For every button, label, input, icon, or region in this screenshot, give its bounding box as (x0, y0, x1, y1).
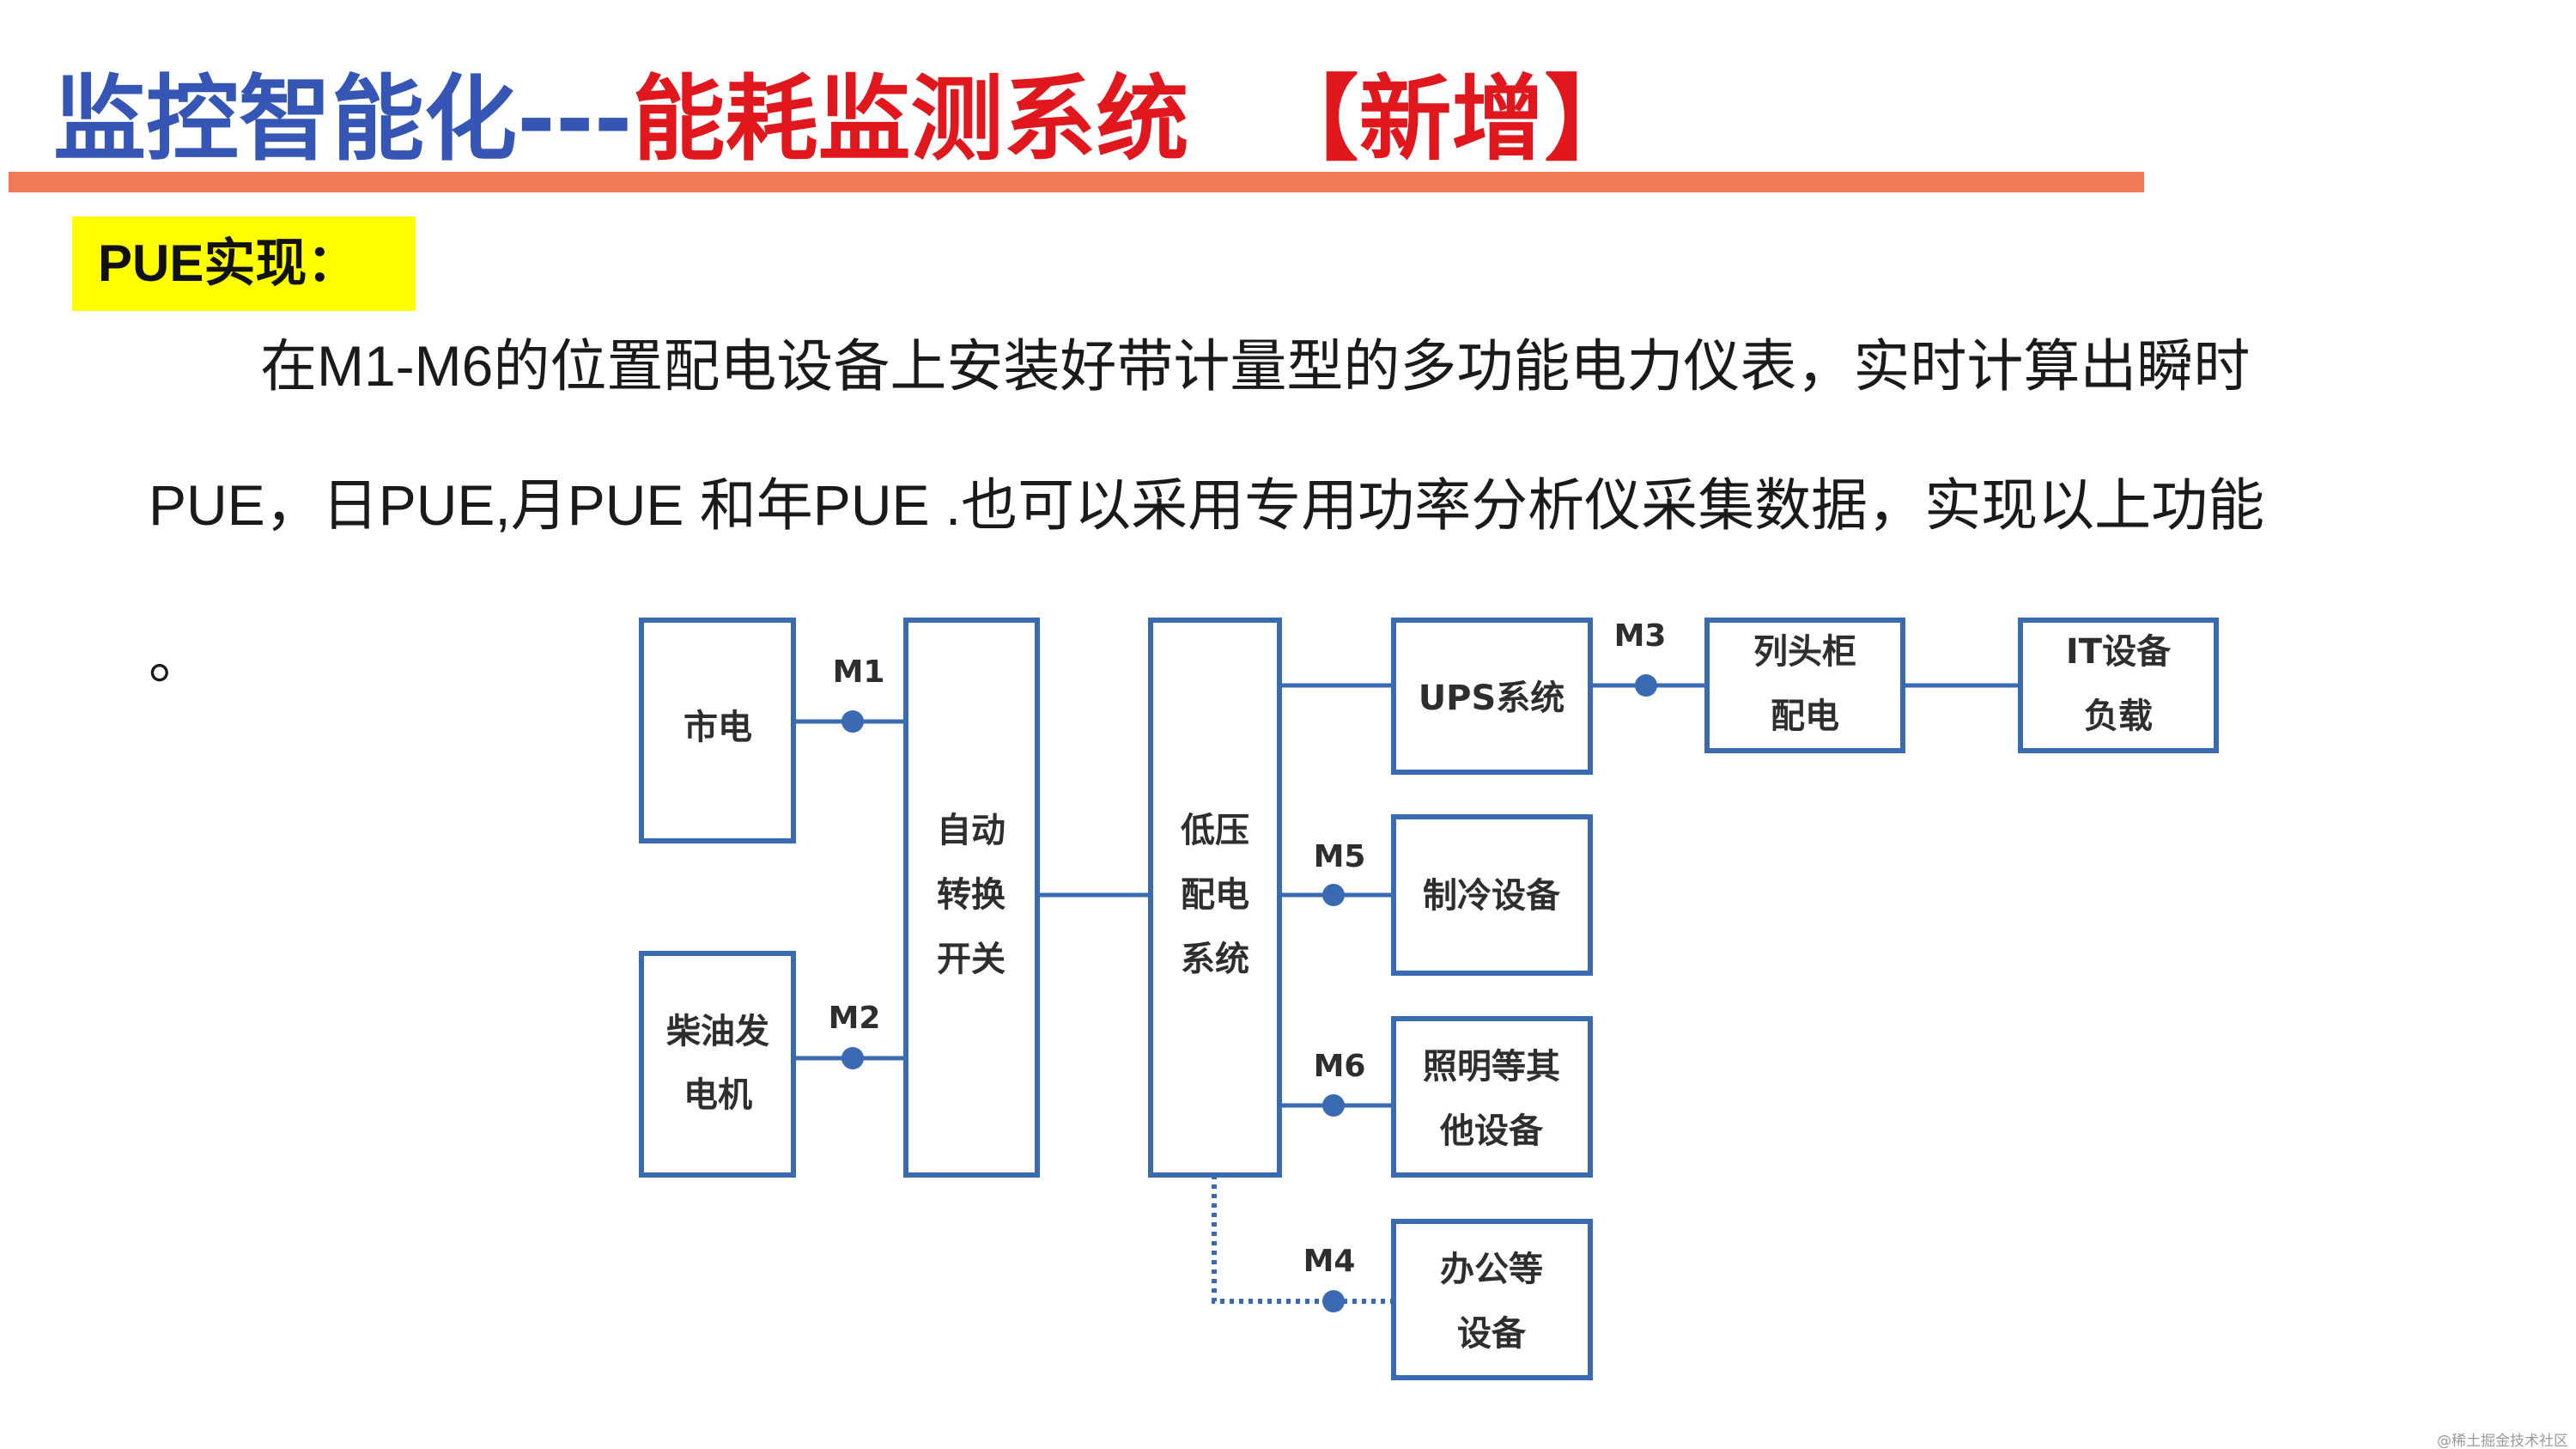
box-ats (903, 618, 1040, 1178)
title-underline (9, 172, 2144, 192)
label-generator-1: 柴油发 (666, 1012, 769, 1051)
section-label: PUE实现： (98, 234, 359, 292)
label-column-2: 配电 (1771, 697, 1839, 736)
box-ups (1391, 618, 1593, 775)
dotted-line-lv-office (1212, 1175, 1394, 1304)
label-ats-3: 开关 (937, 940, 1005, 979)
label-office-1: 办公等 (1440, 1250, 1543, 1289)
label-cooling: 制冷设备 (1423, 876, 1561, 916)
watermark: @稀土掘金技术社区 (2437, 1433, 2568, 1449)
box-column-cabinet (1704, 618, 1905, 753)
meter-dot-m3 (1635, 674, 1657, 697)
label-lighting-1: 照明等其 (1423, 1047, 1560, 1087)
meter-label-m3: M3 (1614, 618, 1667, 654)
box-lighting (1391, 1016, 1593, 1178)
label-it-2: 负载 (2084, 697, 2153, 736)
label-ats-1: 自动 (937, 811, 1005, 850)
meter-label-m6: M6 (1314, 1049, 1366, 1084)
box-cooling (1391, 814, 1593, 976)
section-label-badge: PUE实现： (72, 216, 416, 311)
label-lv-3: 系统 (1181, 940, 1249, 979)
label-lv-1: 低压 (1181, 811, 1249, 850)
box-generator (639, 951, 796, 1178)
meter-dot-m2 (841, 1047, 864, 1069)
paragraph-line-2: PUE，日PUE,月PUE 和年PUE .也可以采用专用功率分析仪采集数据，实现… (149, 473, 2265, 537)
box-lv-distribution (1148, 618, 1282, 1178)
meter-label-m2: M2 (829, 1001, 881, 1036)
paragraph-line-3: 。 (149, 626, 205, 690)
label-utility: 市电 (683, 708, 752, 747)
meter-dot-m4 (1322, 1290, 1345, 1312)
meter-label-m5: M5 (1314, 839, 1366, 874)
label-lv-2: 配电 (1181, 875, 1249, 915)
title-part1: 监控智能化--- (53, 66, 633, 174)
title-part3: 【新增】 (1266, 66, 1637, 174)
slide-title: 监控智能化---能耗监测系统【新增】 (53, 60, 1637, 180)
label-lighting-2: 他设备 (1439, 1111, 1544, 1151)
meter-dot-m1 (841, 710, 864, 733)
label-generator-2: 电机 (683, 1075, 752, 1115)
label-office-2: 设备 (1457, 1314, 1527, 1354)
label-it-1: IT设备 (2066, 632, 2172, 672)
meter-dot-m5 (1322, 884, 1345, 906)
box-utility (639, 618, 796, 843)
meter-label-m4: M4 (1303, 1244, 1356, 1279)
label-ats-2: 转换 (937, 875, 1005, 915)
label-ups: UPS系统 (1419, 679, 1565, 718)
meter-label-m1: M1 (833, 654, 885, 690)
meter-dot-m6 (1322, 1094, 1345, 1117)
label-column-1: 列头柜 (1753, 632, 1856, 672)
box-office (1391, 1219, 1593, 1380)
title-part2: 能耗监测系统 (632, 66, 1189, 174)
box-it-load (2018, 618, 2219, 753)
paragraph-line-1: 在M1-M6的位置配电设备上安装好带计量型的多功能电力仪表，实时计算出瞬时 (260, 334, 2251, 398)
